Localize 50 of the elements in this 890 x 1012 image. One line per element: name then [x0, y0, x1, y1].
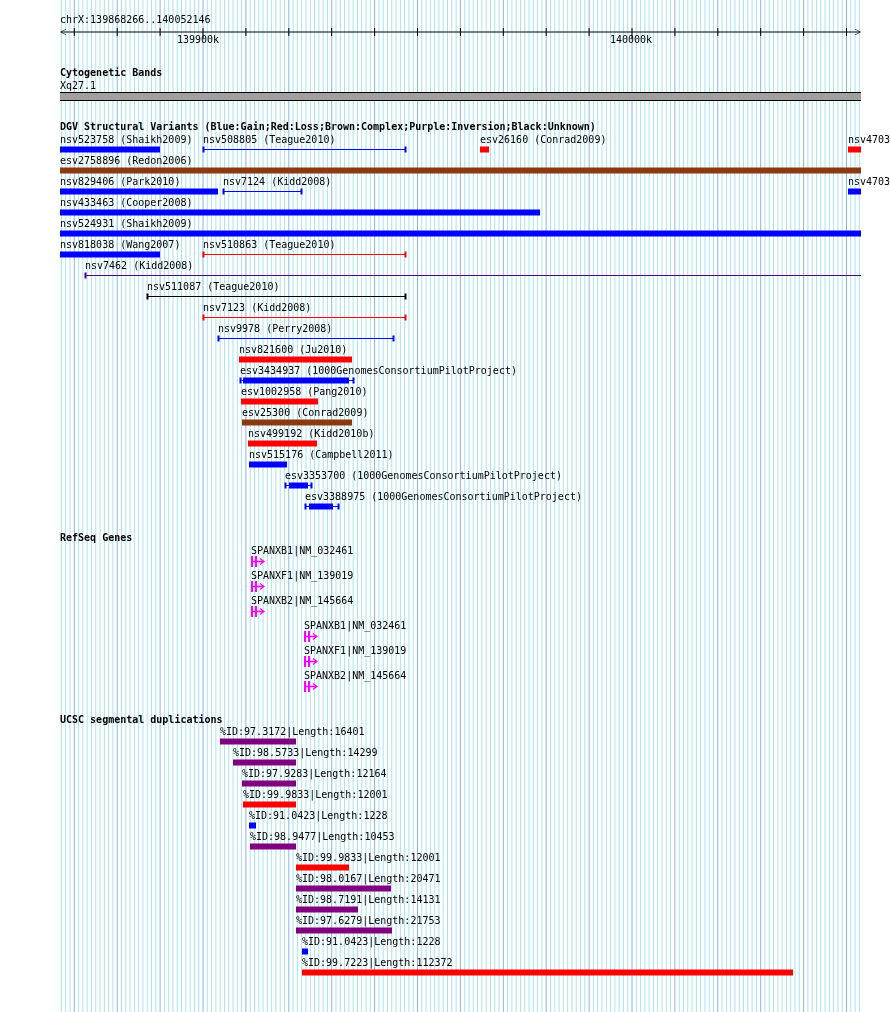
- feature-label: %ID:99.7223|Length:112372: [302, 957, 453, 969]
- tick-label: 140000k: [610, 34, 653, 46]
- feature-label: %ID:91.0423|Length:1228: [302, 936, 441, 948]
- feature-label: nsv508805 (Teague2010): [203, 134, 336, 146]
- feature-label: esv26160 (Conrad2009): [480, 134, 607, 146]
- coordinate-label: chrX:139868266..140052146: [60, 14, 211, 26]
- tick-label: 139900k: [177, 34, 220, 46]
- feature-label: %ID:98.0167|Length:20471: [296, 873, 441, 885]
- feature-label: nsv7124 (Kidd2008): [223, 176, 332, 188]
- track-title: RefSeq Genes: [60, 532, 133, 544]
- gene-label: SPANXB1|NM_032461: [251, 545, 354, 557]
- feature-label: esv1002958 (Pang2010): [241, 386, 368, 398]
- feature-label: nsv829406 (Park2010): [60, 176, 181, 188]
- feature-label: %ID:98.7191|Length:14131: [296, 894, 441, 906]
- gene-label: SPANXB2|NM_145664: [251, 595, 354, 607]
- gene-label: SPANXF1|NM_139019: [251, 570, 354, 582]
- band-label: Xq27.1: [60, 80, 97, 92]
- feature-label: nsv818038 (Wang2007): [60, 239, 181, 251]
- feature-label: %ID:97.3172|Length:16401: [220, 726, 365, 738]
- feature-label: %ID:91.0423|Length:1228: [249, 810, 388, 822]
- feature-label: nsv7462 (Kidd2008): [85, 260, 194, 272]
- feature-label: esv3353700 (1000GenomesConsortiumPilotProject): [285, 470, 562, 482]
- feature-label: nsv524931 (Shaikh2009): [60, 218, 193, 230]
- feature-label: nsv4703: [848, 134, 890, 146]
- feature-label: %ID:98.5733|Length:14299: [233, 747, 378, 759]
- feature-label: %ID:97.6279|Length:21753: [296, 915, 441, 927]
- feature-label: esv2758896 (Redon2006): [60, 155, 193, 167]
- feature-label: esv3388975 (1000GenomesConsortiumPilotProject): [305, 491, 582, 503]
- feature-label: nsv4703: [848, 176, 890, 188]
- feature-label: %ID:99.9833|Length:12001: [296, 852, 441, 864]
- feature-label: nsv510863 (Teague2010): [203, 239, 336, 251]
- feature-label: nsv511087 (Teague2010): [147, 281, 280, 293]
- feature-label: %ID:99.9833|Length:12001: [243, 789, 388, 801]
- gene-label: SPANXB1|NM_032461: [304, 620, 407, 632]
- gene-label: SPANXF1|NM_139019: [304, 645, 407, 657]
- feature-label: nsv433463 (Cooper2008): [60, 197, 193, 209]
- feature-label: nsv515176 (Campbell2011): [249, 449, 394, 461]
- feature-label: nsv7123 (Kidd2008): [203, 302, 312, 314]
- feature-label: %ID:98.9477|Length:10453: [250, 831, 395, 843]
- track-title: Cytogenetic Bands: [60, 67, 163, 79]
- feature-label: %ID:97.9283|Length:12164: [242, 768, 387, 780]
- feature-label: nsv821600 (Ju2010): [239, 344, 348, 356]
- feature-label: esv25300 (Conrad2009): [242, 407, 369, 419]
- feature-label: esv3434937 (1000GenomesConsortiumPilotProject): [240, 365, 517, 377]
- track-title: DGV Structural Variants (Blue:Gain;Red:Loss;Brown:Complex;Purple:Inversion;Black:Unknown): [60, 121, 596, 133]
- feature-label: nsv499192 (Kidd2010b): [248, 428, 375, 440]
- track-title: UCSC segmental duplications: [60, 714, 223, 726]
- feature-label: nsv523758 (Shaikh2009): [60, 134, 193, 146]
- gene-label: SPANXB2|NM_145664: [304, 670, 407, 682]
- feature-label: nsv9978 (Perry2008): [218, 323, 333, 335]
